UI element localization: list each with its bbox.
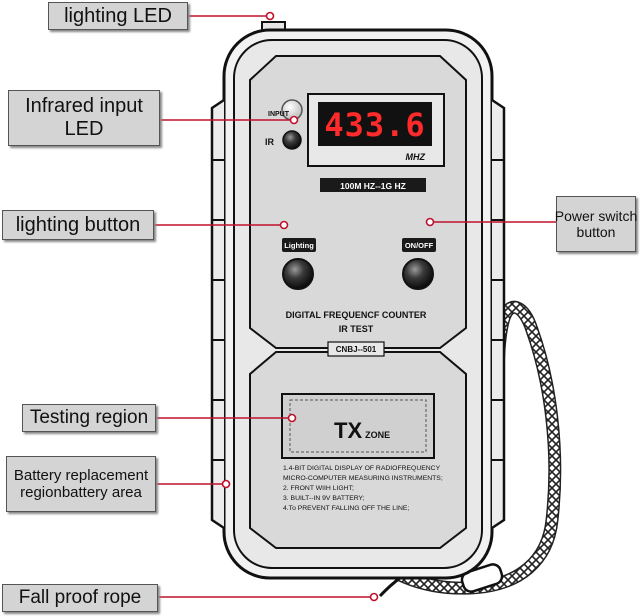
lighting-button-tag (282, 238, 316, 252)
callout-lighting-led: lighting LED (48, 2, 188, 30)
onoff-button-tag (402, 238, 436, 252)
note-line-5: 4.To PREVENT FALLING OFF THE LINE; (283, 505, 409, 512)
range-label: 100M HZ--1G HZ (340, 181, 406, 191)
callout-power-switch: Power switch button (554, 196, 638, 252)
callout-testing-region: Testing region (22, 404, 156, 432)
callout-fall-proof-text: Fall proof rope (18, 587, 142, 609)
device-title-line2: IR TEST (339, 324, 374, 334)
note-line-4: 3. BUILT--IN 9V BATTERY; (283, 495, 365, 502)
frequency-display: 433.6 MHZ (307, 93, 445, 167)
callout-infrared-line2: LED (64, 118, 104, 140)
leader-dots (221, 11, 435, 602)
note-line-1: 1.4-BIT DIGITAL DISPLAY OF RADIOFREQUENC… (283, 465, 441, 472)
ir-led-label: IR (265, 137, 275, 147)
callout-fall-proof: Fall proof rope (2, 584, 158, 612)
note-line-2: MICRO-COMPUTER MEASURING INSTRUMENTS; (283, 475, 443, 482)
callout-power-line1: Power switch (554, 207, 638, 224)
note-line-3: 2. FRONT WIIH LIGHT; (283, 485, 354, 492)
callout-lighting-led-text: lighting LED (64, 4, 172, 27)
device-title-line1: DIGITAL FREQUENCF COUNTER (286, 310, 427, 320)
callout-testing-region-text: Testing region (29, 407, 149, 429)
onoff-button-tag-label: ON/OFF (405, 241, 434, 250)
callout-battery-line2: regionbattery area (20, 484, 142, 501)
input-led-label: INPUT (268, 111, 290, 118)
tx-zone (281, 393, 435, 459)
range-badge (320, 178, 426, 192)
power-button[interactable] (402, 258, 434, 290)
callout-lighting-button: lighting button (2, 210, 154, 240)
model-label: CNBJ--501 (336, 345, 377, 354)
callout-battery: Battery replacement regionbattery area (6, 456, 156, 512)
callout-infrared-led: Infrared input LED (8, 90, 160, 146)
display-unit: MHZ (406, 152, 426, 162)
display-digits: 433.6 (324, 106, 425, 144)
callout-battery-line1: Battery replacement (13, 466, 149, 484)
callout-lighting-button-text: lighting button (15, 213, 141, 236)
tx-sub: ZONE (365, 430, 390, 440)
model-badge (327, 341, 385, 357)
callout-infrared-line1: Infrared input (25, 95, 143, 117)
tx-main: TX (334, 418, 362, 443)
lighting-button-tag-label: Lighting (284, 241, 314, 250)
ir-led (282, 130, 302, 150)
lighting-button[interactable] (282, 258, 314, 290)
leader-lines (154, 15, 556, 598)
callout-power-line2: button (576, 224, 616, 240)
